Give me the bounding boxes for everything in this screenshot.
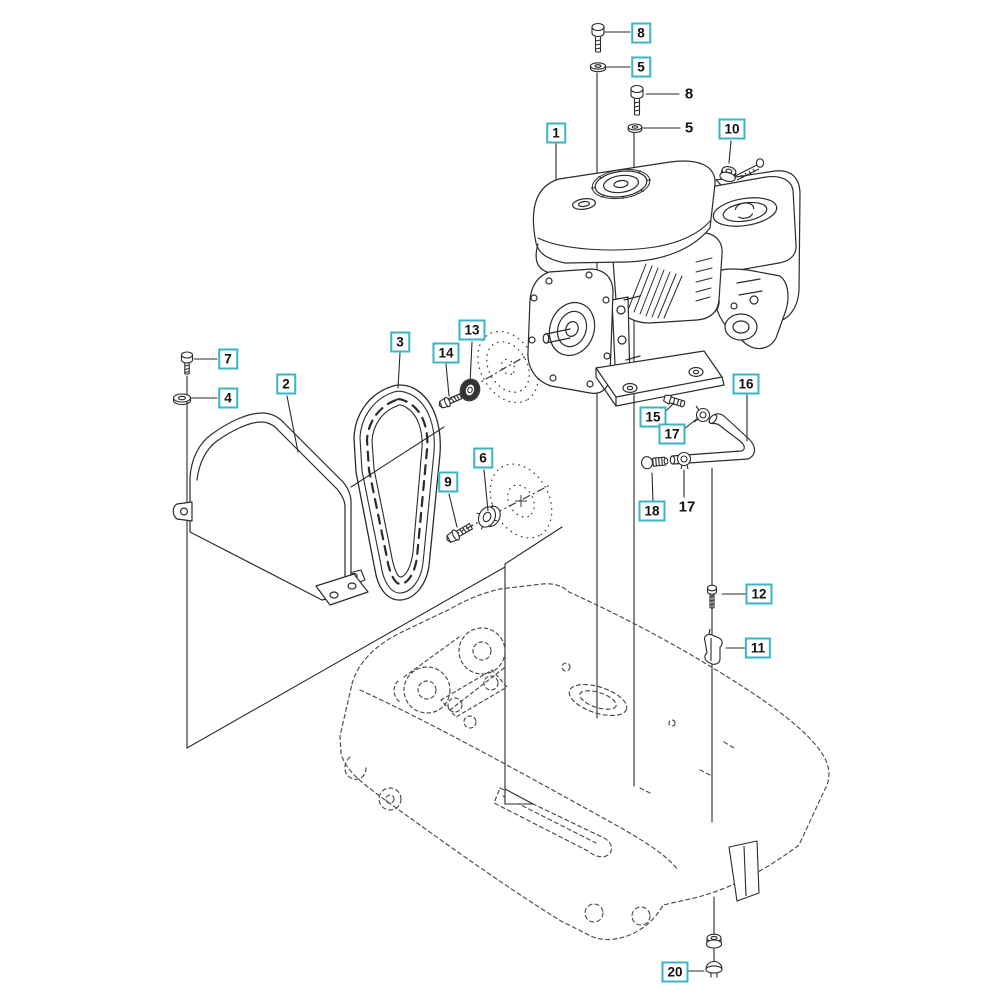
- crankcase-cover: [527, 268, 614, 394]
- washer-4: [172, 393, 192, 406]
- callout-6[interactable]: 6: [473, 447, 493, 469]
- callout-7[interactable]: 7: [218, 348, 238, 370]
- callout-18[interactable]: 18: [638, 500, 666, 522]
- lower-pulley-phantom: [451, 463, 553, 539]
- tank-vent: [571, 198, 597, 210]
- callout-2[interactable]: 2: [276, 373, 296, 395]
- fuel-tank: [532, 160, 716, 264]
- bolt-8-top: [591, 22, 605, 53]
- callout-12[interactable]: 12: [745, 583, 773, 605]
- callout-3[interactable]: 3: [390, 331, 410, 353]
- callout-17-upper[interactable]: 17: [658, 423, 686, 445]
- callout-5-mid: 5: [684, 119, 694, 137]
- fitting-18: [640, 456, 669, 470]
- bolt-14: [438, 393, 463, 409]
- bolt-20: [705, 961, 723, 978]
- bolt-9: [446, 522, 474, 543]
- screw-12: [706, 584, 718, 609]
- bolt-7: [180, 351, 194, 375]
- callout-1[interactable]: 1: [546, 122, 566, 144]
- callout-15[interactable]: 15: [639, 406, 667, 428]
- callout-5-top[interactable]: 5: [631, 56, 651, 78]
- callout-leader-lines: [190, 31, 748, 972]
- bolt-10: [719, 158, 765, 183]
- callout-14[interactable]: 14: [432, 342, 460, 364]
- callout-13[interactable]: 13: [458, 319, 486, 341]
- plate-brackets: [333, 569, 760, 902]
- washer-5-top: [589, 62, 607, 73]
- nut-20: [705, 933, 723, 949]
- callout-10[interactable]: 10: [718, 118, 746, 140]
- callout-17-lower: 17: [678, 498, 696, 516]
- pulley-hub-6: [476, 504, 501, 530]
- callout-16[interactable]: 16: [732, 373, 760, 395]
- callout-8-mid: 8: [684, 85, 694, 103]
- bolt-8-mid: [630, 84, 644, 116]
- fuel-cap: [590, 168, 652, 200]
- callout-8-top[interactable]: 8: [631, 22, 651, 44]
- v-belt: [353, 384, 441, 601]
- washer-13: [459, 378, 481, 402]
- hose-clamp-17-upper: [693, 405, 711, 423]
- fitting-15: [663, 394, 686, 408]
- callout-4[interactable]: 4: [218, 387, 238, 409]
- fuel-hose-16: [669, 413, 756, 465]
- callout-9[interactable]: 9: [438, 471, 458, 493]
- engine-assembly: [527, 160, 801, 407]
- hose-clamp-17-lower: [676, 451, 692, 470]
- callout-20[interactable]: 20: [661, 961, 689, 983]
- air-cleaner-cap: [712, 197, 778, 227]
- exciter-unit-phantom: [393, 627, 508, 729]
- callout-11[interactable]: 11: [744, 637, 772, 659]
- clamp-11: [703, 628, 723, 665]
- belt-guard: [172, 412, 369, 606]
- washer-5-mid: [627, 123, 643, 134]
